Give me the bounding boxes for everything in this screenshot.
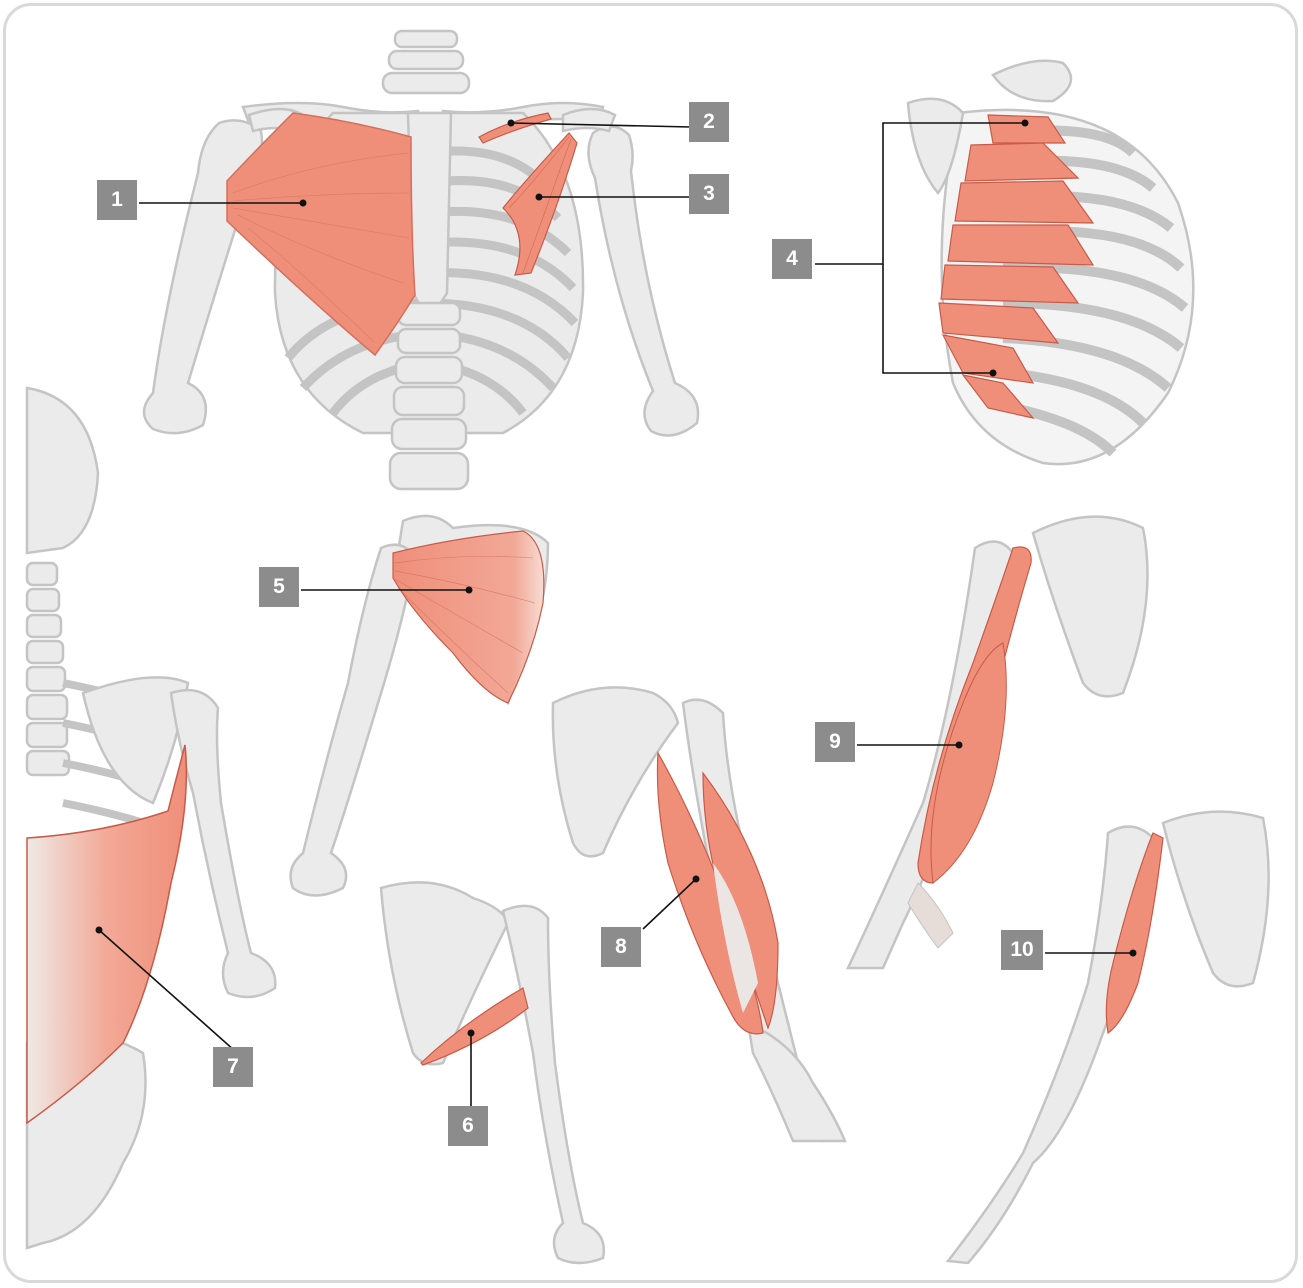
- diagram-frame: [3, 3, 1298, 1283]
- label-8: 8: [601, 927, 641, 967]
- posterior-humerus: [171, 690, 275, 997]
- label-4: 4: [772, 239, 812, 279]
- arm-figure-6: [381, 882, 604, 1263]
- label-1: 1: [97, 180, 137, 220]
- anatomy-illustration: [6, 6, 1298, 1283]
- vertebral-column: [27, 563, 69, 775]
- skull: [27, 388, 98, 553]
- label-5: 5: [259, 567, 299, 607]
- right-humerus: [588, 126, 698, 435]
- label-6: 6: [448, 1106, 488, 1146]
- label-2: 2: [689, 102, 729, 142]
- label-10: 10: [1001, 930, 1043, 970]
- thoracic-spine: [390, 303, 468, 489]
- humerus-6: [503, 906, 604, 1263]
- anterior-thorax-figure: [144, 31, 698, 489]
- label-7: 7: [213, 1047, 253, 1087]
- arm-figure-10: [948, 812, 1269, 1263]
- label-9: 9: [815, 722, 855, 762]
- cervical-spine: [383, 31, 469, 93]
- muscle-8-coracobrachialis: [657, 753, 778, 1034]
- muscle-5-subscapularis: [393, 531, 544, 703]
- label-3: 3: [689, 174, 729, 214]
- humerus-5: [291, 545, 415, 896]
